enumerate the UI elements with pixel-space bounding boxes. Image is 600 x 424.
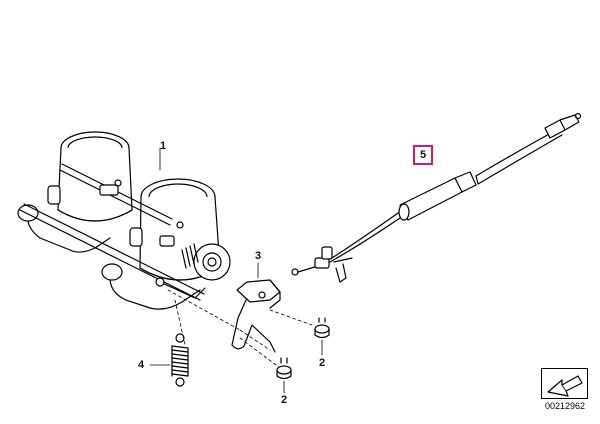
callout-3: 3 (255, 250, 262, 262)
spring (171, 333, 189, 387)
diagram-number: 00212962 (544, 401, 586, 411)
callout-4: 4 (138, 359, 145, 371)
assembly-lines (167, 289, 313, 369)
bracket (231, 279, 281, 353)
nav-box[interactable] (541, 368, 588, 399)
callout-1: 1 (160, 140, 167, 152)
throttle-body-assembly (17, 131, 231, 310)
arrow-icon[interactable] (547, 375, 583, 397)
throttle-cable (291, 112, 582, 283)
callout-2-upper: 2 (319, 357, 326, 369)
screw-upper (314, 317, 330, 339)
callout-2-lower: 2 (281, 394, 288, 406)
callout-5: 5 (413, 145, 434, 165)
screw-lower (276, 357, 292, 380)
